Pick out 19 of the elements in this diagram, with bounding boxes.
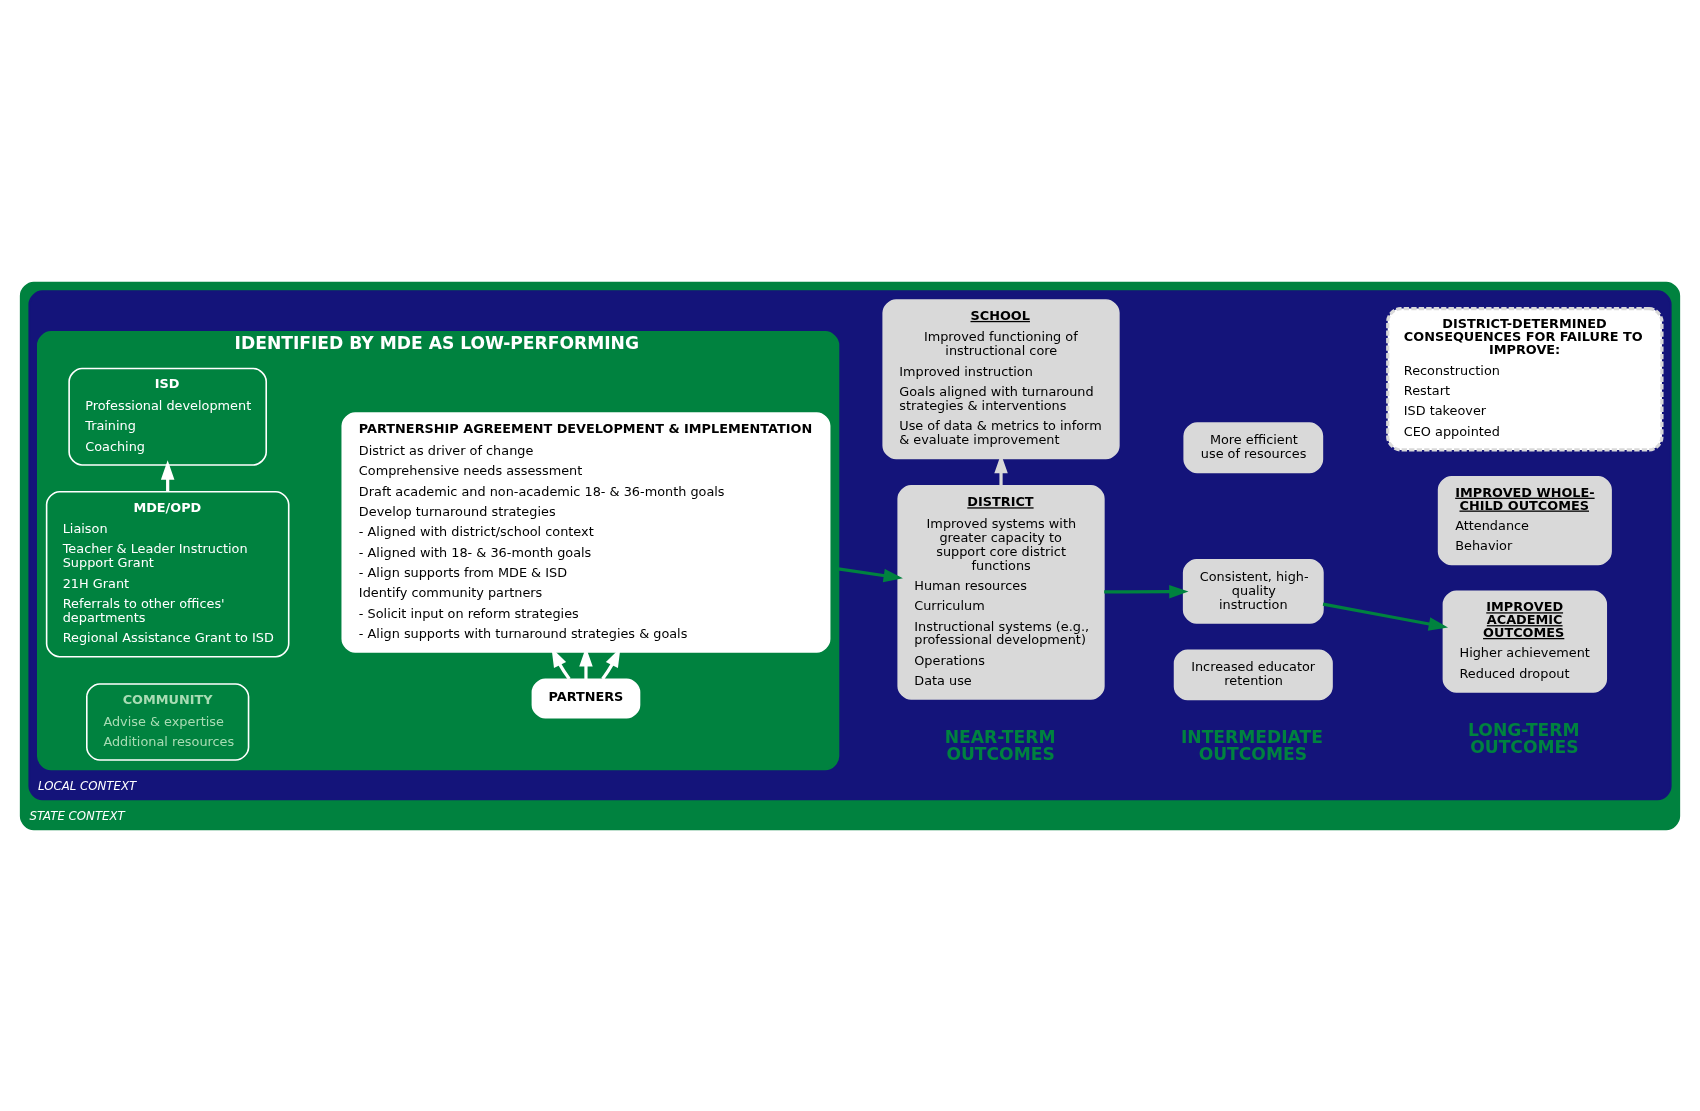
label: LONG-TERM OUTCOMES (1468, 719, 1580, 757)
node-box: MDE/OPD Liaison Teacher & Leader Instruction Support Grant 21H Grant Referrals to other offices' departments Regional Assistance Grant to ISD (45, 490, 290, 657)
node-box: PARTNERS (531, 677, 641, 719)
label: NEAR-TERM OUTCOMES (944, 726, 1056, 764)
node-box: IMPROVED ACADEMIC OUTCOMES Higher achievement Reduced dropout (1442, 590, 1608, 693)
node-box: DISTRICT Improved systems with greater capacity to support core district functions Human resources Curriculum Instructional systems (e.g., professional development) Operations Data use (897, 484, 1105, 700)
node-box: PARTNERSHIP AGREEMENT DEVELOPMENT & IMPLEMENTATION District as driver of change Comprehensive needs assessment Draft academic and non-academic 18- & 36-month goals Develop turnaround strategies - Aligned with district/school context - Aligned with 18- & 36-month goals - Align supports from MDE & ISD Identify community partners - Solicit input on reform strategies - Align supports with turnaround strategies & goals (341, 411, 831, 653)
node-box: DISTRICT-DETERMINED CONSEQUENCES FOR FAILURE TO IMPROVE: Reconstruction Restart ISD takeover CEO appointed (1386, 306, 1664, 452)
arrow (1104, 584, 1189, 598)
node-box: Increased educator retention (1173, 648, 1333, 700)
arrow (1322, 602, 1449, 631)
arrow (838, 566, 903, 582)
node-box: IMPROVED WHOLE-CHILD OUTCOMES Attendance Behavior (1437, 475, 1612, 565)
label: INTERMEDIATE OUTCOMES (1180, 726, 1323, 764)
node-box: More efficient use of resources (1183, 421, 1324, 473)
node-box: SCHOOL Improved functioning of instructional core Improved instruction Goals aligned with turnaround strategies & interventions Use of data & metrics to inform & evaluate improvement (882, 298, 1120, 459)
node-box: ISD Professional development Training Coaching (68, 367, 268, 466)
node-box: Consistent, high-quality instruction (1182, 558, 1324, 624)
node-box: COMMUNITY Advise & expertise Additional resources (86, 682, 250, 761)
